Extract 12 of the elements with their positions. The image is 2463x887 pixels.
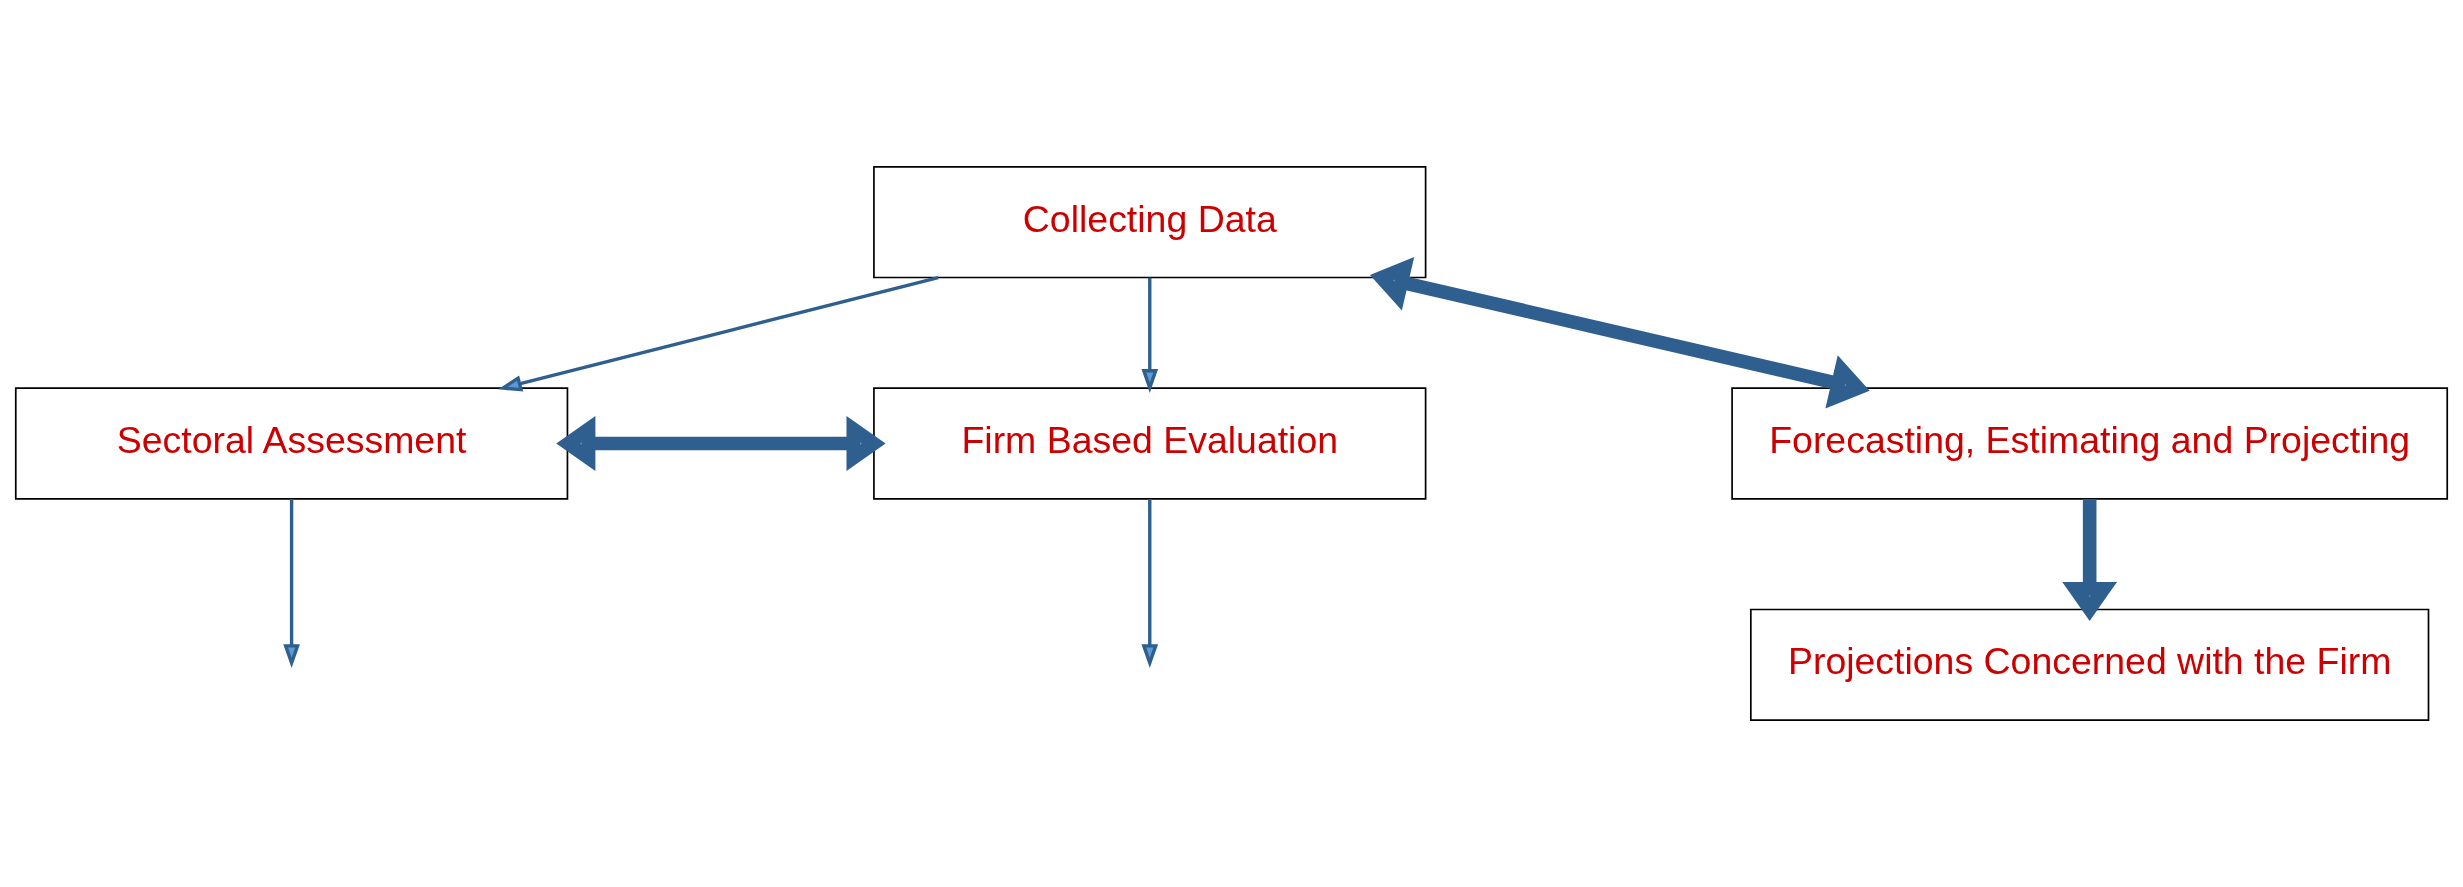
arrow <box>498 275 939 392</box>
node-box: Projections Concerned with the Firm <box>1749 608 2430 722</box>
node-box: Firm Based Evaluation <box>873 387 1427 500</box>
arrow <box>2062 499 2118 621</box>
arrow <box>556 416 886 471</box>
node-box: Collecting Data <box>873 165 1427 279</box>
node-box: Forecasting, Estimating and Projecting <box>1731 387 2449 500</box>
arrow <box>1369 257 1870 409</box>
arrow <box>1141 499 1159 669</box>
node-box: Sectoral Assessment <box>14 387 569 500</box>
arrow <box>1141 277 1159 393</box>
arrow <box>283 499 300 669</box>
